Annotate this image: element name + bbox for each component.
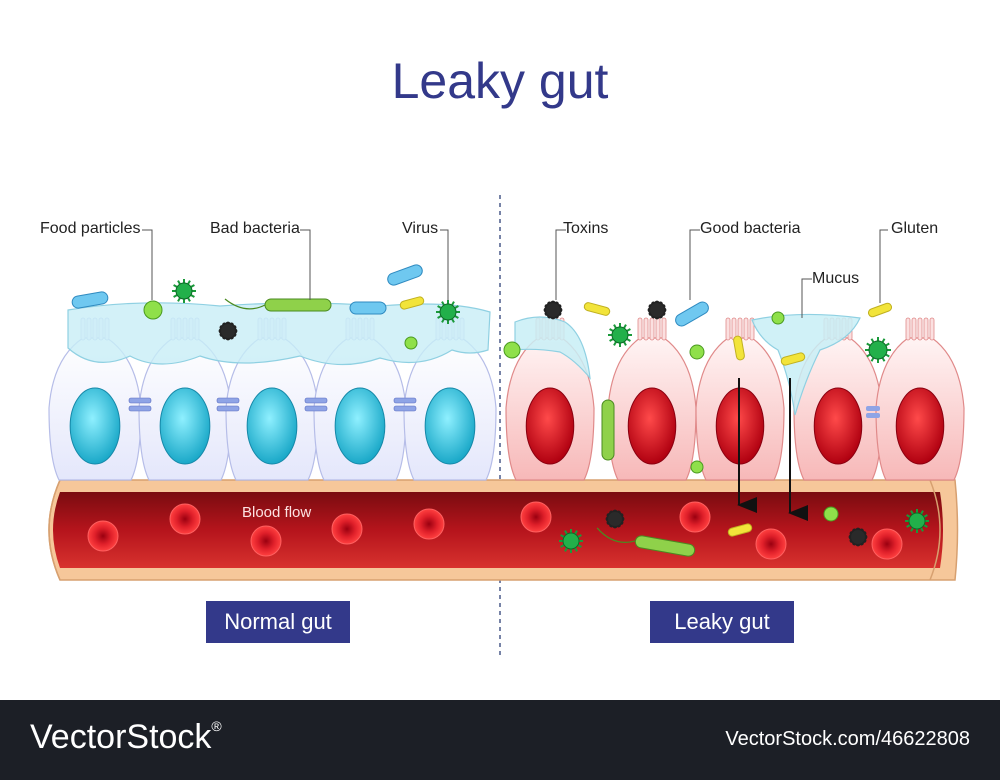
toxin-icon <box>848 527 868 547</box>
red-blood-cell <box>871 528 903 560</box>
virus-icon <box>559 529 583 553</box>
tight-junction <box>216 397 240 412</box>
red-blood-cell <box>169 503 201 535</box>
good-bacterium <box>780 352 806 366</box>
footer-bar: VectorStock® VectorStock.com/46622808 <box>0 700 1000 780</box>
page-title: Leaky gut <box>391 53 609 109</box>
blue-nucleus <box>159 387 211 465</box>
red-nucleus <box>627 387 677 465</box>
good-bacterium <box>399 296 425 310</box>
blue-nucleus <box>246 387 298 465</box>
virus-icon <box>436 300 460 324</box>
food-particle-dot <box>503 341 521 359</box>
callout-leaders <box>142 229 888 318</box>
food-particle-dot <box>404 336 418 350</box>
red-blood-cell <box>87 520 119 552</box>
label-mucus: Mucus <box>812 270 860 287</box>
label-virus: Virus <box>402 220 439 237</box>
normal-epithelium <box>48 317 497 481</box>
tight-junction <box>304 397 328 412</box>
brand-name: VectorStock <box>30 718 212 756</box>
food-particle <box>675 301 709 327</box>
food-particle <box>349 301 387 315</box>
food-particle-dot <box>689 344 705 360</box>
toxin-icon <box>605 509 625 529</box>
good-bacterium <box>867 302 893 318</box>
food-particle-dot <box>823 506 839 522</box>
red-nucleus <box>813 387 863 465</box>
leaky-epithelial-cell <box>875 317 965 481</box>
bad-bacterium-icon <box>601 399 615 461</box>
bad-bacterium-icon <box>596 527 696 557</box>
tight-junction <box>393 397 417 412</box>
toxin-icon <box>218 321 238 341</box>
normal-gut-badge: Normal gut <box>206 601 350 643</box>
good-bacterium <box>583 302 611 316</box>
microbes-layer <box>71 264 929 560</box>
toxin-icon <box>647 300 667 320</box>
good-bacterium <box>727 523 753 537</box>
leaky-mucus-patch-right <box>751 313 861 416</box>
toxin-icon <box>543 300 563 320</box>
red-blood-cell <box>250 525 282 557</box>
brand-logo: VectorStock® <box>30 718 222 757</box>
label-food-particles: Food particles <box>40 220 141 237</box>
food-particle-dot <box>771 311 785 325</box>
red-blood-cell <box>520 501 552 533</box>
virus-icon <box>608 323 632 347</box>
red-nucleus <box>525 387 575 465</box>
red-blood-cell <box>413 508 445 540</box>
red-nucleus <box>895 387 945 465</box>
label-blood-flow: Blood flow <box>242 504 312 521</box>
food-particle <box>71 291 109 309</box>
virus-icon <box>865 337 891 363</box>
blue-nucleus <box>334 387 386 465</box>
food-particle-dot <box>143 300 163 320</box>
penetration-arrows <box>737 378 808 521</box>
tight-junction <box>866 406 880 418</box>
blue-nucleus <box>424 387 476 465</box>
normal-mucus-layer <box>67 302 491 366</box>
red-blood-cell <box>755 528 787 560</box>
tight-junction <box>128 397 152 412</box>
food-particle <box>387 264 423 286</box>
food-particle-dot <box>690 460 704 474</box>
good-bacterium <box>733 335 745 361</box>
red-blood-cell <box>679 501 711 533</box>
label-bad-bacteria: Bad bacteria <box>210 220 300 237</box>
leaky-gut-illustration <box>48 195 965 655</box>
leaky-epithelial-cell <box>607 317 697 481</box>
bad-bacterium-icon <box>224 298 332 312</box>
label-toxins: Toxins <box>563 220 609 237</box>
red-blood-cell <box>331 513 363 545</box>
brand-registered-mark: ® <box>211 718 222 734</box>
label-good-bacteria: Good bacteria <box>700 220 801 237</box>
blue-nucleus <box>69 387 121 465</box>
diagram-stage: Leaky gut Food particles Bad bacteria Vi… <box>40 53 965 655</box>
virus-icon <box>172 279 196 303</box>
leaky-gut-badge: Leaky gut <box>650 601 794 643</box>
image-credit: VectorStock.com/46622808 <box>725 728 970 750</box>
virus-icon <box>905 509 929 533</box>
label-gluten: Gluten <box>891 220 939 237</box>
